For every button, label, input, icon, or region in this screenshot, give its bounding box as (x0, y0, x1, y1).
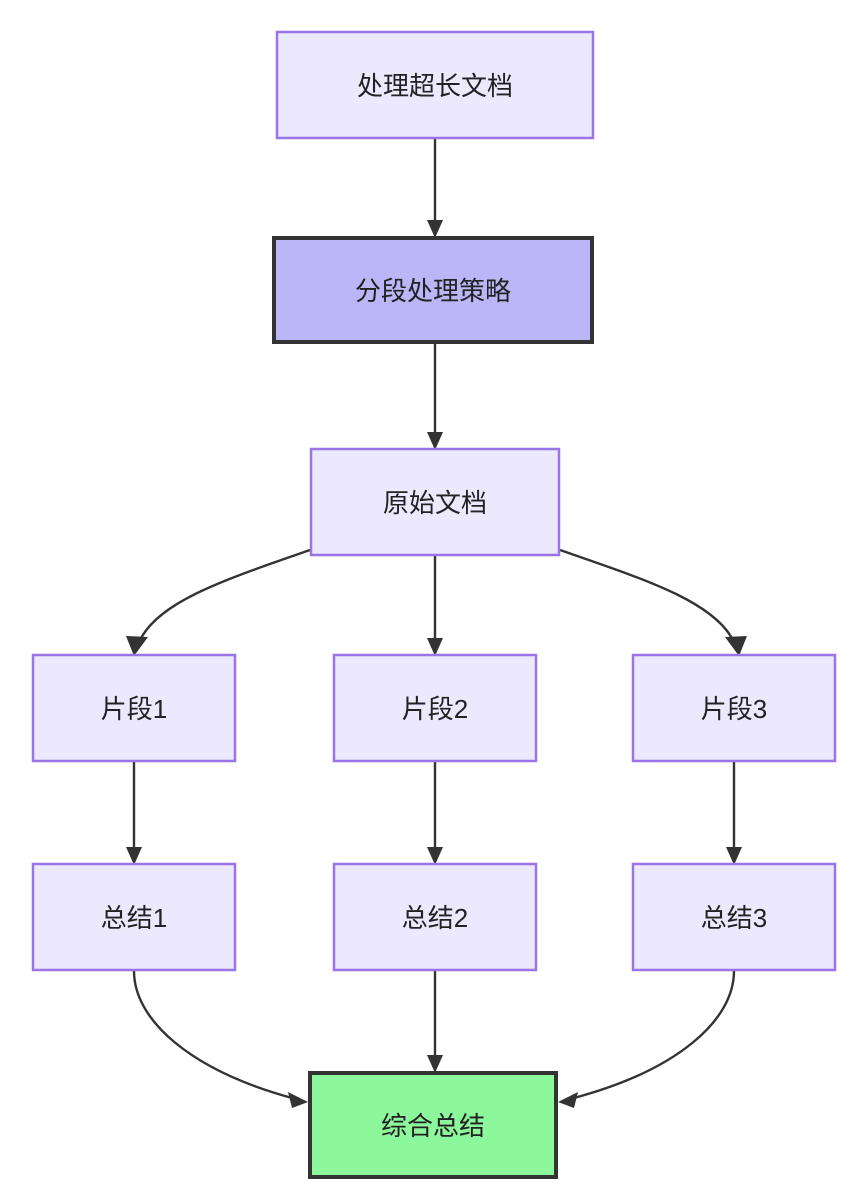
edge-process-to-strategy (427, 139, 443, 238)
edge-chunk2-to-summary2 (427, 762, 443, 865)
node-label: 片段1 (101, 694, 167, 724)
arrow-head-icon (288, 1092, 308, 1108)
node-process-long-document[interactable]: 处理超长文档 (275, 30, 595, 140)
node-source-document[interactable]: 原始文档 (309, 447, 561, 557)
edge-layer (126, 139, 747, 1108)
edge-source-to-chunk3 (559, 548, 747, 656)
node-box[interactable] (272, 236, 594, 344)
arrow-head-icon (558, 1092, 578, 1108)
node-final-summary[interactable]: 综合总结 (308, 1071, 558, 1179)
node-summary-3[interactable]: 总结3 (631, 862, 837, 972)
edge-summary3-to-final (558, 970, 736, 1108)
node-box[interactable] (332, 862, 538, 972)
node-summary-2[interactable]: 总结2 (332, 862, 538, 972)
node-label: 分段处理策略 (355, 276, 511, 306)
edge-chunk1-to-summary1 (126, 762, 142, 865)
node-label: 原始文档 (383, 488, 487, 518)
arrow-head-icon (427, 432, 443, 450)
node-label: 处理超长文档 (357, 71, 513, 101)
node-summary-1[interactable]: 总结1 (31, 862, 237, 972)
arrow-head-icon (126, 847, 142, 865)
edge-source-to-chunk2 (427, 556, 443, 656)
arrow-head-icon (427, 847, 443, 865)
edge-summary2-to-final (427, 971, 443, 1073)
node-label: 片段3 (701, 694, 767, 724)
arrow-head-icon (427, 220, 443, 238)
node-layer: 处理超长文档 分段处理策略 原始文档 片段1 片段2 片段3 (31, 30, 837, 1179)
arrow-head-icon (427, 638, 443, 656)
node-label: 总结3 (701, 903, 767, 933)
node-box[interactable] (631, 653, 837, 763)
arrow-head-icon (726, 847, 742, 865)
node-box[interactable] (308, 1071, 558, 1179)
node-chunk-2[interactable]: 片段2 (332, 653, 538, 763)
arrow-head-icon (725, 636, 747, 656)
node-label: 片段2 (402, 694, 468, 724)
node-label: 总结2 (402, 903, 468, 933)
arrow-head-icon (427, 1055, 443, 1073)
arrow-head-icon (126, 636, 148, 656)
node-box[interactable] (275, 30, 595, 140)
edge-strategy-to-source (427, 344, 443, 450)
node-box[interactable] (631, 862, 837, 972)
node-box[interactable] (31, 862, 237, 972)
node-box[interactable] (332, 653, 538, 763)
node-label: 总结1 (101, 903, 167, 933)
node-box[interactable] (309, 447, 561, 557)
node-box[interactable] (31, 653, 237, 763)
edge-source-to-chunk1 (126, 548, 311, 656)
node-chunk-1[interactable]: 片段1 (31, 653, 237, 763)
node-label: 综合总结 (381, 1111, 485, 1141)
edge-chunk3-to-summary3 (726, 762, 742, 865)
edge-summary1-to-final (132, 970, 308, 1108)
node-chunking-strategy[interactable]: 分段处理策略 (272, 236, 594, 344)
node-chunk-3[interactable]: 片段3 (631, 653, 837, 763)
